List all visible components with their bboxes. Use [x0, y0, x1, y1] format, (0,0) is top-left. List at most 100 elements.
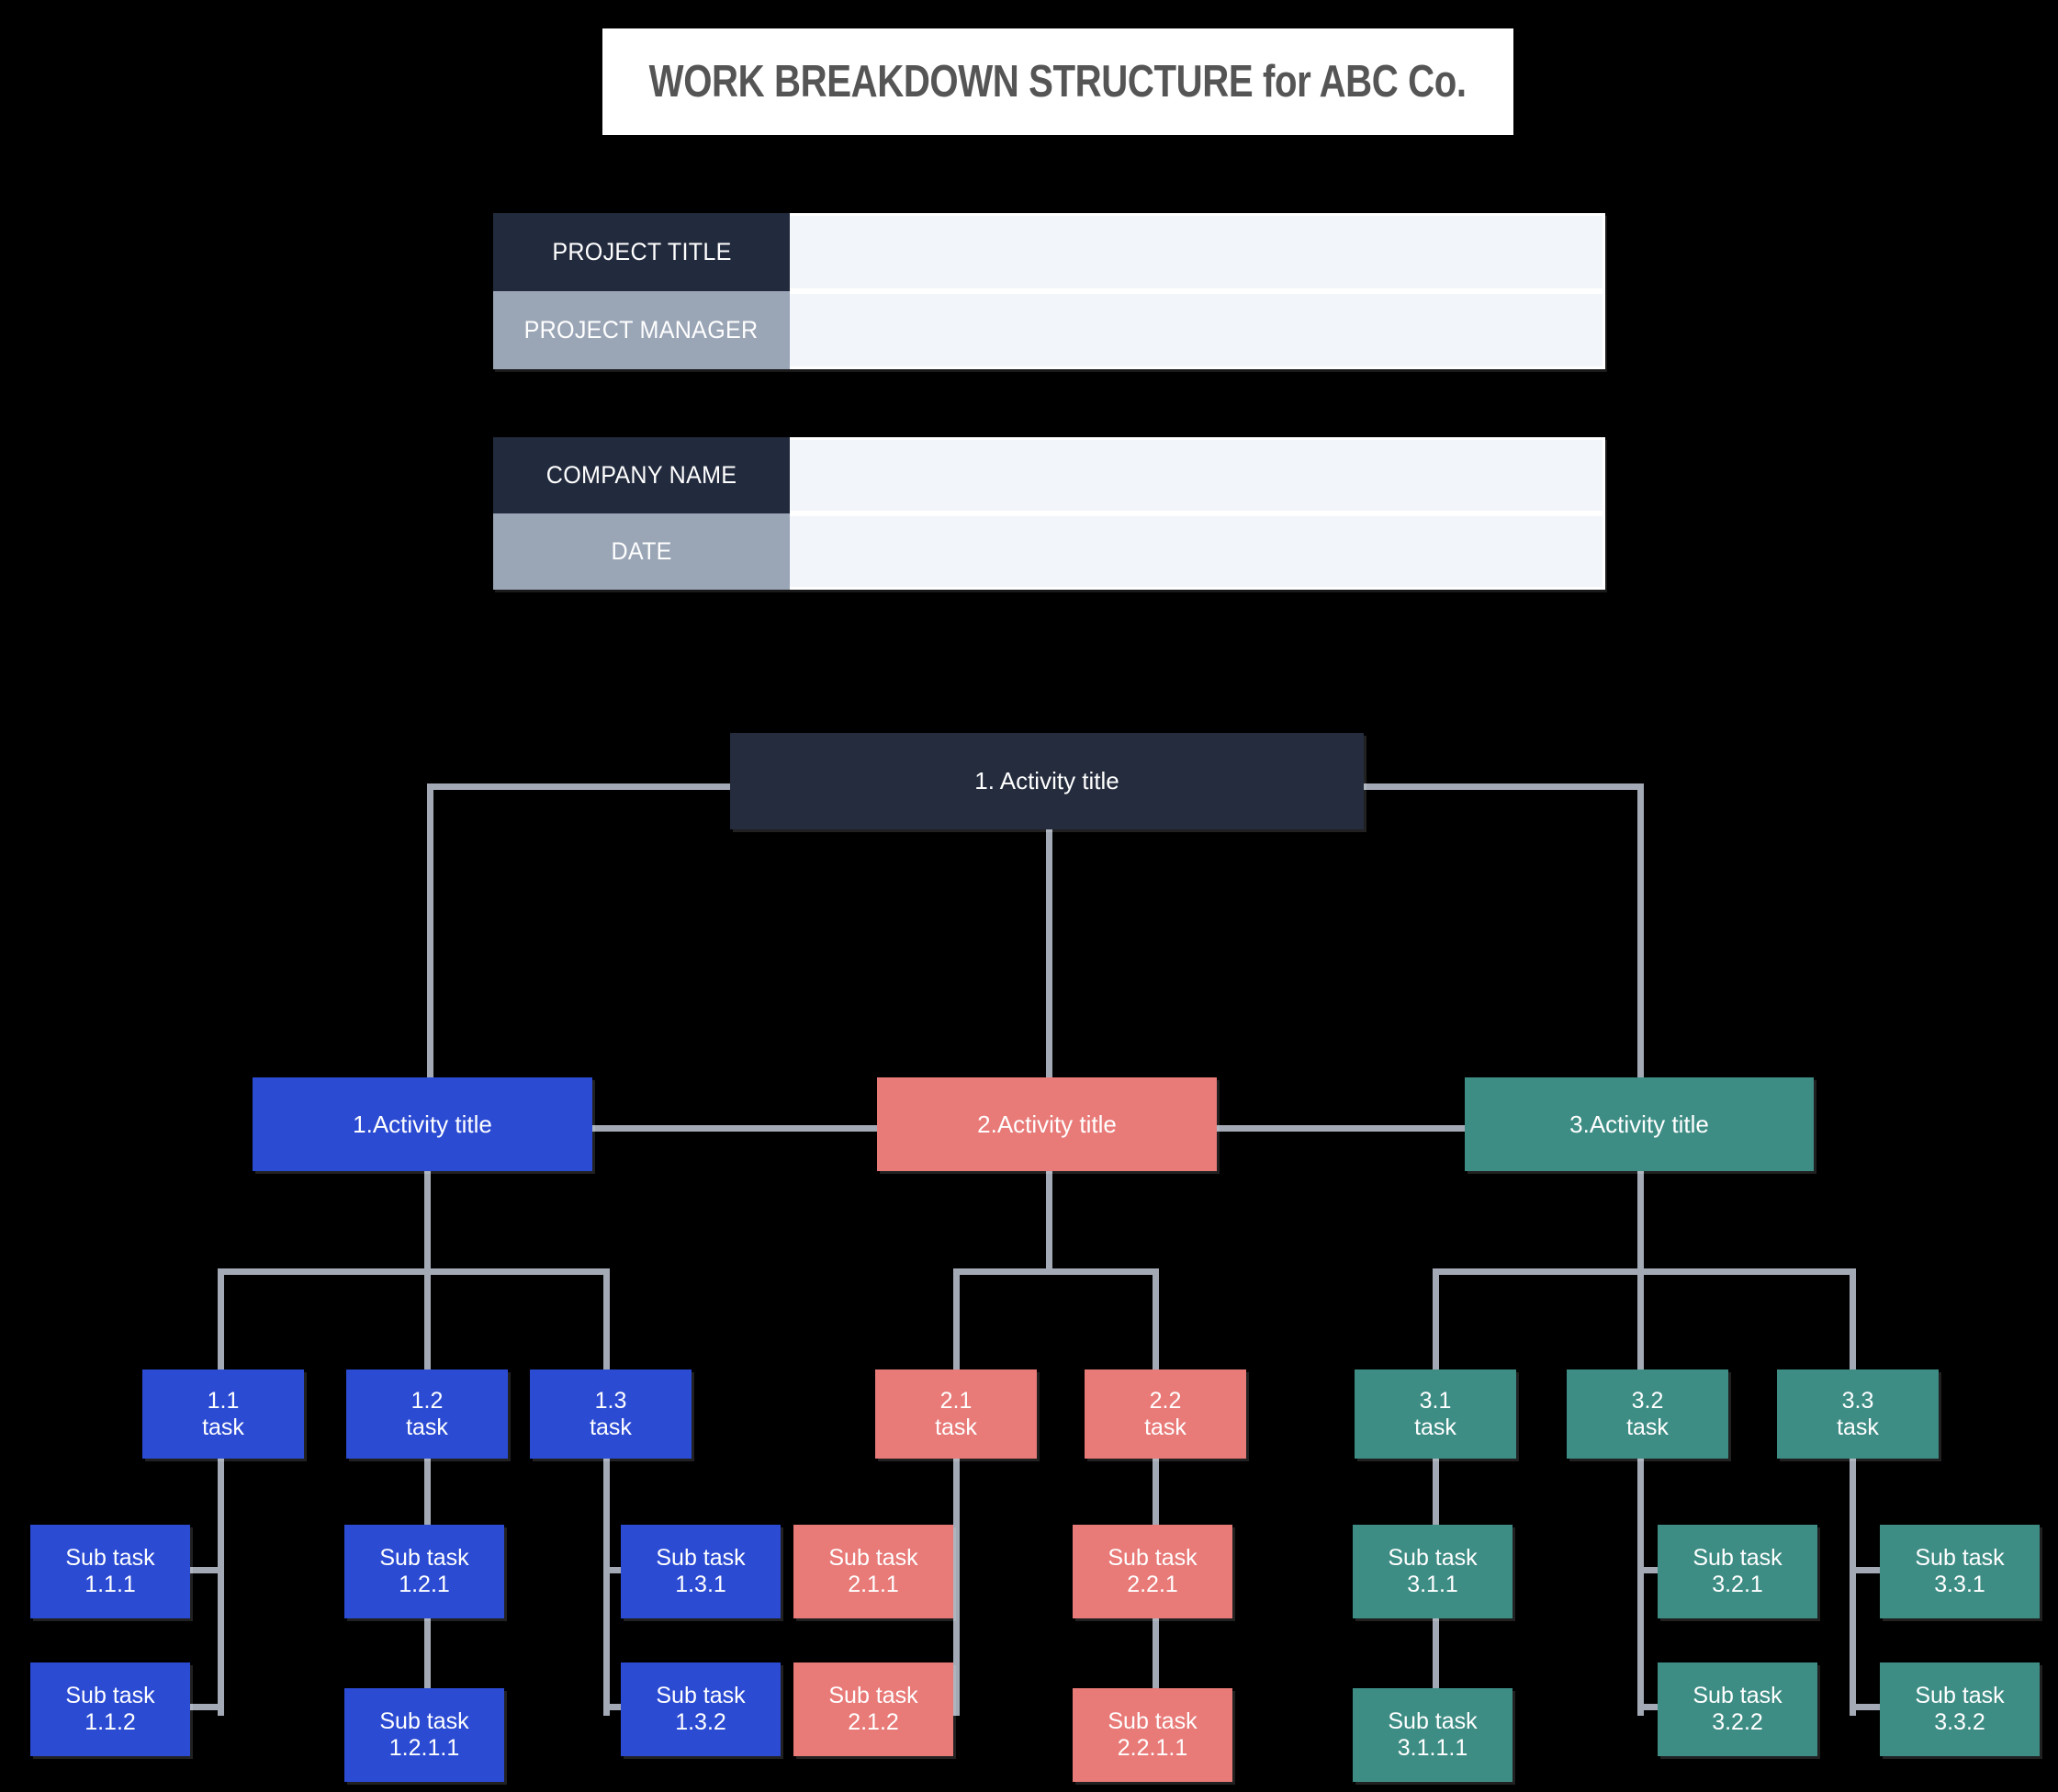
page-title: WORK BREAKDOWN STRUCTURE for ABC Co. — [649, 57, 1467, 107]
node-task-3-1-number: 3.1 — [1419, 1387, 1452, 1414]
node-task-2-2[interactable]: 2.2 task — [1085, 1369, 1246, 1459]
node-subtask-3-1-1-1-number: 3.1.1.1 — [1397, 1735, 1468, 1761]
node-activity-3[interactable]: 3.Activity title — [1465, 1077, 1814, 1171]
project-manager-field[interactable] — [790, 291, 1605, 369]
node-subtask-2-1-2-number: 2.1.2 — [848, 1709, 899, 1735]
connector-sub121-sub1211 — [424, 1617, 431, 1690]
node-subtask-1-2-1[interactable]: Sub task 1.2.1 — [344, 1525, 504, 1618]
node-subtask-1-2-1-title: Sub task — [379, 1545, 469, 1571]
node-subtask-1-1-1[interactable]: Sub task 1.1.1 — [30, 1525, 190, 1618]
connector-branch2-branch3 — [1217, 1125, 1465, 1132]
connector-branch1-task11 — [218, 1268, 224, 1373]
company-name-label: COMPANY NAME — [493, 437, 790, 513]
company-name-field[interactable] — [790, 437, 1605, 513]
connector-task12-sub121 — [424, 1459, 431, 1527]
date-label: DATE — [493, 513, 790, 590]
project-info-table: PROJECT TITLE PROJECT MANAGER — [493, 213, 1605, 369]
node-subtask-1-3-2[interactable]: Sub task 1.3.2 — [621, 1662, 781, 1756]
node-subtask-2-1-2[interactable]: Sub task 2.1.2 — [793, 1662, 953, 1756]
connector-branch3-task31 — [1433, 1268, 1439, 1373]
connector-branch3-bus — [1433, 1268, 1856, 1275]
node-subtask-1-2-1-1[interactable]: Sub task 1.2.1.1 — [344, 1688, 504, 1782]
node-subtask-2-1-1-title: Sub task — [828, 1545, 918, 1571]
node-task-2-1-label: task — [935, 1414, 977, 1440]
connector-branch1-branch2 — [592, 1125, 877, 1132]
connector-task33-sub331 — [1850, 1567, 1891, 1573]
node-subtask-3-3-1[interactable]: Sub task 3.3.1 — [1880, 1525, 2040, 1618]
connector-task31-sub311 — [1433, 1459, 1439, 1527]
connector-branch3-stub — [1637, 1171, 1644, 1272]
connector-branch3-task32 — [1637, 1268, 1644, 1373]
node-subtask-2-2-1-1-title: Sub task — [1108, 1708, 1198, 1734]
node-subtask-3-1-1[interactable]: Sub task 3.1.1 — [1353, 1525, 1513, 1618]
node-subtask-2-2-1-1-number: 2.2.1.1 — [1117, 1735, 1188, 1761]
node-activity-1[interactable]: 1.Activity title — [253, 1077, 592, 1171]
node-task-1-2[interactable]: 1.2 task — [346, 1369, 508, 1459]
connector-task11-sub112 — [184, 1704, 224, 1710]
node-subtask-3-1-1-title: Sub task — [1388, 1545, 1478, 1571]
node-task-1-1[interactable]: 1.1 task — [142, 1369, 304, 1459]
node-task-1-1-label: task — [202, 1414, 244, 1440]
node-subtask-3-2-1[interactable]: Sub task 3.2.1 — [1658, 1525, 1817, 1618]
node-root[interactable]: 1. Activity title — [730, 733, 1364, 829]
connector-task22-sub221 — [1153, 1459, 1159, 1527]
node-activity-1-label: 1.Activity title — [353, 1110, 492, 1138]
node-task-2-1-number: 2.1 — [939, 1387, 973, 1414]
node-task-3-1[interactable]: 3.1 task — [1355, 1369, 1516, 1459]
project-manager-label: PROJECT MANAGER — [493, 291, 790, 369]
project-title-field[interactable] — [790, 213, 1605, 291]
node-activity-3-label: 3.Activity title — [1569, 1110, 1709, 1138]
connector-task21-spine — [953, 1459, 960, 1716]
node-subtask-1-2-1-1-title: Sub task — [379, 1708, 469, 1734]
node-subtask-2-1-1[interactable]: Sub task 2.1.1 — [793, 1525, 953, 1618]
connector-to-branch3 — [1637, 783, 1644, 1087]
node-subtask-2-1-1-number: 2.1.1 — [848, 1572, 899, 1597]
node-task-3-1-label: task — [1414, 1414, 1456, 1440]
connector-branch1-stub — [424, 1171, 431, 1272]
connector-branch3-task33 — [1850, 1268, 1856, 1373]
node-subtask-3-1-1-1[interactable]: Sub task 3.1.1.1 — [1353, 1688, 1513, 1782]
node-task-2-2-number: 2.2 — [1149, 1387, 1182, 1414]
node-task-1-2-number: 1.2 — [410, 1387, 444, 1414]
node-subtask-3-2-1-number: 3.2.1 — [1712, 1572, 1763, 1597]
node-subtask-1-1-2-number: 1.1.2 — [84, 1709, 136, 1735]
node-subtask-3-3-1-title: Sub task — [1915, 1545, 2005, 1571]
node-activity-2-label: 2.Activity title — [977, 1110, 1117, 1138]
node-subtask-3-1-1-number: 3.1.1 — [1407, 1572, 1458, 1597]
title-banner: WORK BREAKDOWN STRUCTURE for ABC Co. — [602, 28, 1513, 135]
node-subtask-1-1-1-number: 1.1.1 — [84, 1572, 136, 1597]
node-subtask-1-1-2-title: Sub task — [65, 1683, 155, 1708]
node-subtask-2-2-1[interactable]: Sub task 2.2.1 — [1073, 1525, 1232, 1618]
table-row: DATE — [493, 513, 1605, 590]
node-task-2-1[interactable]: 2.1 task — [875, 1369, 1037, 1459]
connector-branch2-task22 — [1153, 1268, 1159, 1373]
node-task-3-3-label: task — [1837, 1414, 1879, 1440]
node-subtask-3-3-2[interactable]: Sub task 3.3.2 — [1880, 1662, 2040, 1756]
connector-task11-sub111 — [184, 1567, 224, 1573]
node-task-1-3[interactable]: 1.3 task — [530, 1369, 692, 1459]
node-subtask-1-3-2-title: Sub task — [656, 1683, 746, 1708]
table-row: PROJECT TITLE — [493, 213, 1605, 291]
node-subtask-1-3-1[interactable]: Sub task 1.3.1 — [621, 1525, 781, 1618]
node-subtask-3-2-2[interactable]: Sub task 3.2.2 — [1658, 1662, 1817, 1756]
node-subtask-3-3-2-title: Sub task — [1915, 1683, 2005, 1708]
node-task-3-3[interactable]: 3.3 task — [1777, 1369, 1939, 1459]
node-task-3-2-label: task — [1626, 1414, 1669, 1440]
node-subtask-2-2-1-1[interactable]: Sub task 2.2.1.1 — [1073, 1688, 1232, 1782]
connector-task32-spine — [1637, 1459, 1644, 1716]
connector-sub311-sub3111 — [1433, 1617, 1439, 1690]
node-subtask-3-2-2-title: Sub task — [1693, 1683, 1782, 1708]
node-subtask-2-2-1-number: 2.2.1 — [1127, 1572, 1178, 1597]
node-task-3-2[interactable]: 3.2 task — [1567, 1369, 1728, 1459]
node-activity-2[interactable]: 2.Activity title — [877, 1077, 1217, 1171]
connector-task33-spine — [1850, 1459, 1856, 1716]
node-subtask-1-1-2[interactable]: Sub task 1.1.2 — [30, 1662, 190, 1756]
node-subtask-3-2-1-title: Sub task — [1693, 1545, 1782, 1571]
date-field[interactable] — [790, 513, 1605, 590]
company-info-table: COMPANY NAME DATE — [493, 437, 1605, 590]
table-row: COMPANY NAME — [493, 437, 1605, 513]
node-subtask-3-3-2-number: 3.3.2 — [1934, 1709, 1985, 1735]
node-subtask-1-3-2-number: 1.3.2 — [675, 1709, 726, 1735]
node-root-label: 1. Activity title — [974, 767, 1119, 795]
